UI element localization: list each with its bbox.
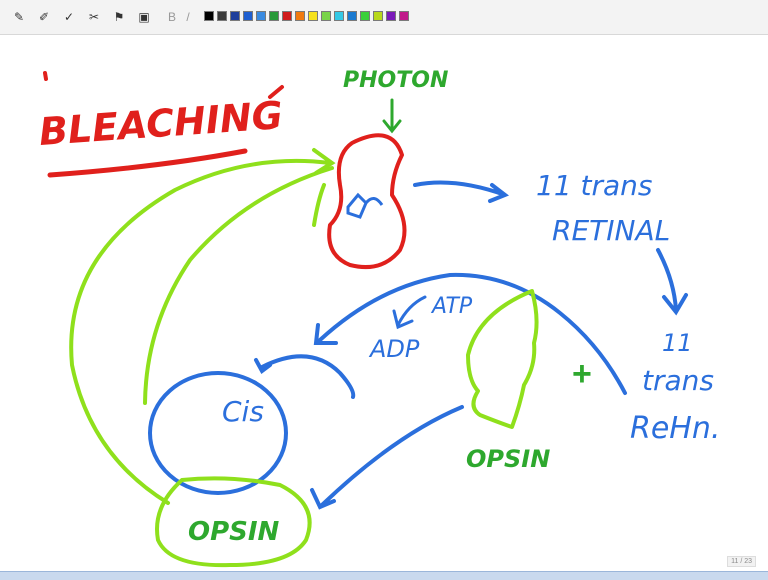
photon-label: PHOTON (343, 68, 448, 93)
color-swatch[interactable] (269, 11, 279, 21)
rhodopsin-blob (327, 133, 407, 270)
color-swatch[interactable] (282, 11, 292, 21)
color-swatch[interactable] (334, 11, 344, 21)
retinol-label-line3: ReHn. (630, 411, 720, 446)
retinol-label-line1: 11 (662, 329, 693, 357)
color-swatch[interactable] (360, 11, 370, 21)
whiteboard-canvas: BLEACHING PHOTON 11 trans RETINAL 11 tra… (0, 35, 768, 571)
highlighter-icon[interactable]: ✓ (63, 10, 75, 24)
cis-label: Cis (222, 395, 264, 428)
pen-style-icon[interactable]: ✐ (38, 10, 50, 24)
bottom-opsin-label: OPSIN (188, 517, 280, 547)
eraser-icon[interactable]: ✂ (88, 10, 100, 24)
italic-button[interactable]: / (186, 10, 190, 24)
adp-label: ADP (368, 335, 420, 363)
color-swatch[interactable] (373, 11, 383, 21)
page-indicator: 11 / 23 (727, 556, 756, 567)
retinol-label-line2: trans (642, 364, 714, 397)
insert-space-icon[interactable]: ▣ (138, 10, 150, 24)
green-arrow-outer (69, 148, 336, 505)
title-underline (47, 148, 248, 178)
tick-mark-right (268, 85, 284, 99)
green-arrow-inner (143, 166, 334, 405)
color-swatch[interactable] (386, 11, 396, 21)
bottom-scrollbar[interactable] (0, 571, 768, 580)
color-swatch[interactable] (321, 11, 331, 21)
color-swatch[interactable] (243, 11, 253, 21)
color-swatch[interactable] (308, 11, 318, 21)
bleaching-title: BLEACHING (38, 93, 285, 154)
bold-button[interactable]: B (167, 10, 176, 24)
cis-loop-arrow (254, 354, 356, 399)
arrow-retinol-to-cis (313, 272, 627, 395)
free-opsin-label: OPSIN (466, 445, 550, 473)
color-swatch[interactable] (295, 11, 305, 21)
color-swatch[interactable] (217, 11, 227, 21)
lasso-icon[interactable]: ⚑ (113, 10, 125, 24)
color-swatch[interactable] (399, 11, 409, 21)
diagram-svg: BLEACHING PHOTON 11 trans RETINAL 11 tra… (38, 68, 720, 568)
tick-mark-left (43, 71, 48, 81)
arrow-to-retinol (656, 248, 688, 316)
green-stroke-short (312, 183, 326, 227)
photon-arrow (382, 98, 402, 134)
color-swatch[interactable] (230, 11, 240, 21)
retinal-chromophore (346, 192, 384, 219)
retinal-label-line1: 11 trans (536, 169, 653, 202)
arrow-opsin-to-rhodopsin (310, 405, 464, 510)
cis-retinal-circle (148, 371, 288, 495)
free-opsin-blob (466, 289, 539, 429)
opsin-cis-complex-blob (155, 476, 312, 568)
color-swatch[interactable] (347, 11, 357, 21)
atp-label: ATP (430, 294, 473, 319)
arrow-to-retinal (413, 180, 510, 203)
color-swatch[interactable] (256, 11, 266, 21)
color-swatch[interactable] (204, 11, 214, 21)
toolbar: ✎ ✐ ✓ ✂ ⚑ ▣ B / (0, 0, 768, 35)
retinal-label-line2: RETINAL (552, 214, 670, 247)
atp-adp-arrow (392, 295, 427, 330)
pen-tool-icon[interactable]: ✎ (13, 10, 25, 24)
plus-sign: + (572, 355, 592, 393)
